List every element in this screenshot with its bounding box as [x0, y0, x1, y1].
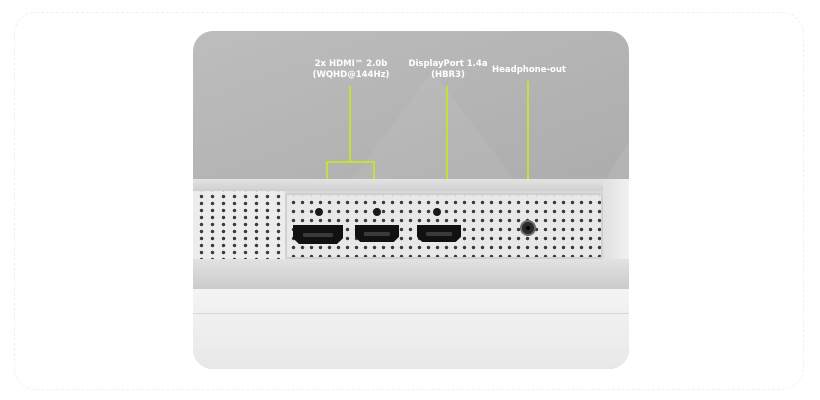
monitor-lower-edge	[193, 259, 629, 289]
hdmi-port-icon	[355, 225, 399, 242]
headphone-callout-line	[527, 81, 529, 194]
headphone-callout-line1: Headphone-out	[492, 65, 566, 75]
background-facet	[343, 71, 523, 191]
displayport-callout-line2: (HBR3)	[431, 70, 465, 80]
hdmi-callout-bracket	[373, 161, 375, 194]
hdmi-callout-label: 2x HDMI™ 2.0b (WQHD@144Hz)	[301, 59, 401, 81]
hdmi-callout-line1: 2x HDMI™ 2.0b	[314, 59, 388, 69]
ventilation-grille	[193, 191, 285, 261]
headphone-callout-label: Headphone-out	[479, 65, 579, 76]
outer-frame	[14, 12, 804, 390]
io-panel	[285, 193, 603, 259]
monitor-bezel	[193, 179, 629, 191]
monitor-base	[193, 289, 629, 369]
displayport-port-icon	[417, 225, 461, 242]
displayport-callout-line	[446, 86, 448, 194]
hdmi-callout-line	[349, 86, 351, 162]
product-image-card: 2x HDMI™ 2.0b (WQHD@144Hz) DisplayPort 1…	[193, 31, 629, 369]
hdmi-callout-bracket	[326, 161, 328, 194]
headphone-jack-icon	[520, 220, 536, 236]
screw-icon	[315, 208, 323, 216]
hdmi-callout-line2: (WQHD@144Hz)	[312, 70, 390, 80]
hdmi-callout-bracket	[326, 161, 375, 163]
screw-icon	[373, 208, 381, 216]
monitor-base-seam	[193, 313, 629, 314]
screw-icon	[433, 208, 441, 216]
hdmi-port-icon	[293, 225, 343, 244]
displayport-callout-label: DisplayPort 1.4a (HBR3)	[398, 59, 498, 81]
displayport-callout-line1: DisplayPort 1.4a	[408, 59, 488, 69]
